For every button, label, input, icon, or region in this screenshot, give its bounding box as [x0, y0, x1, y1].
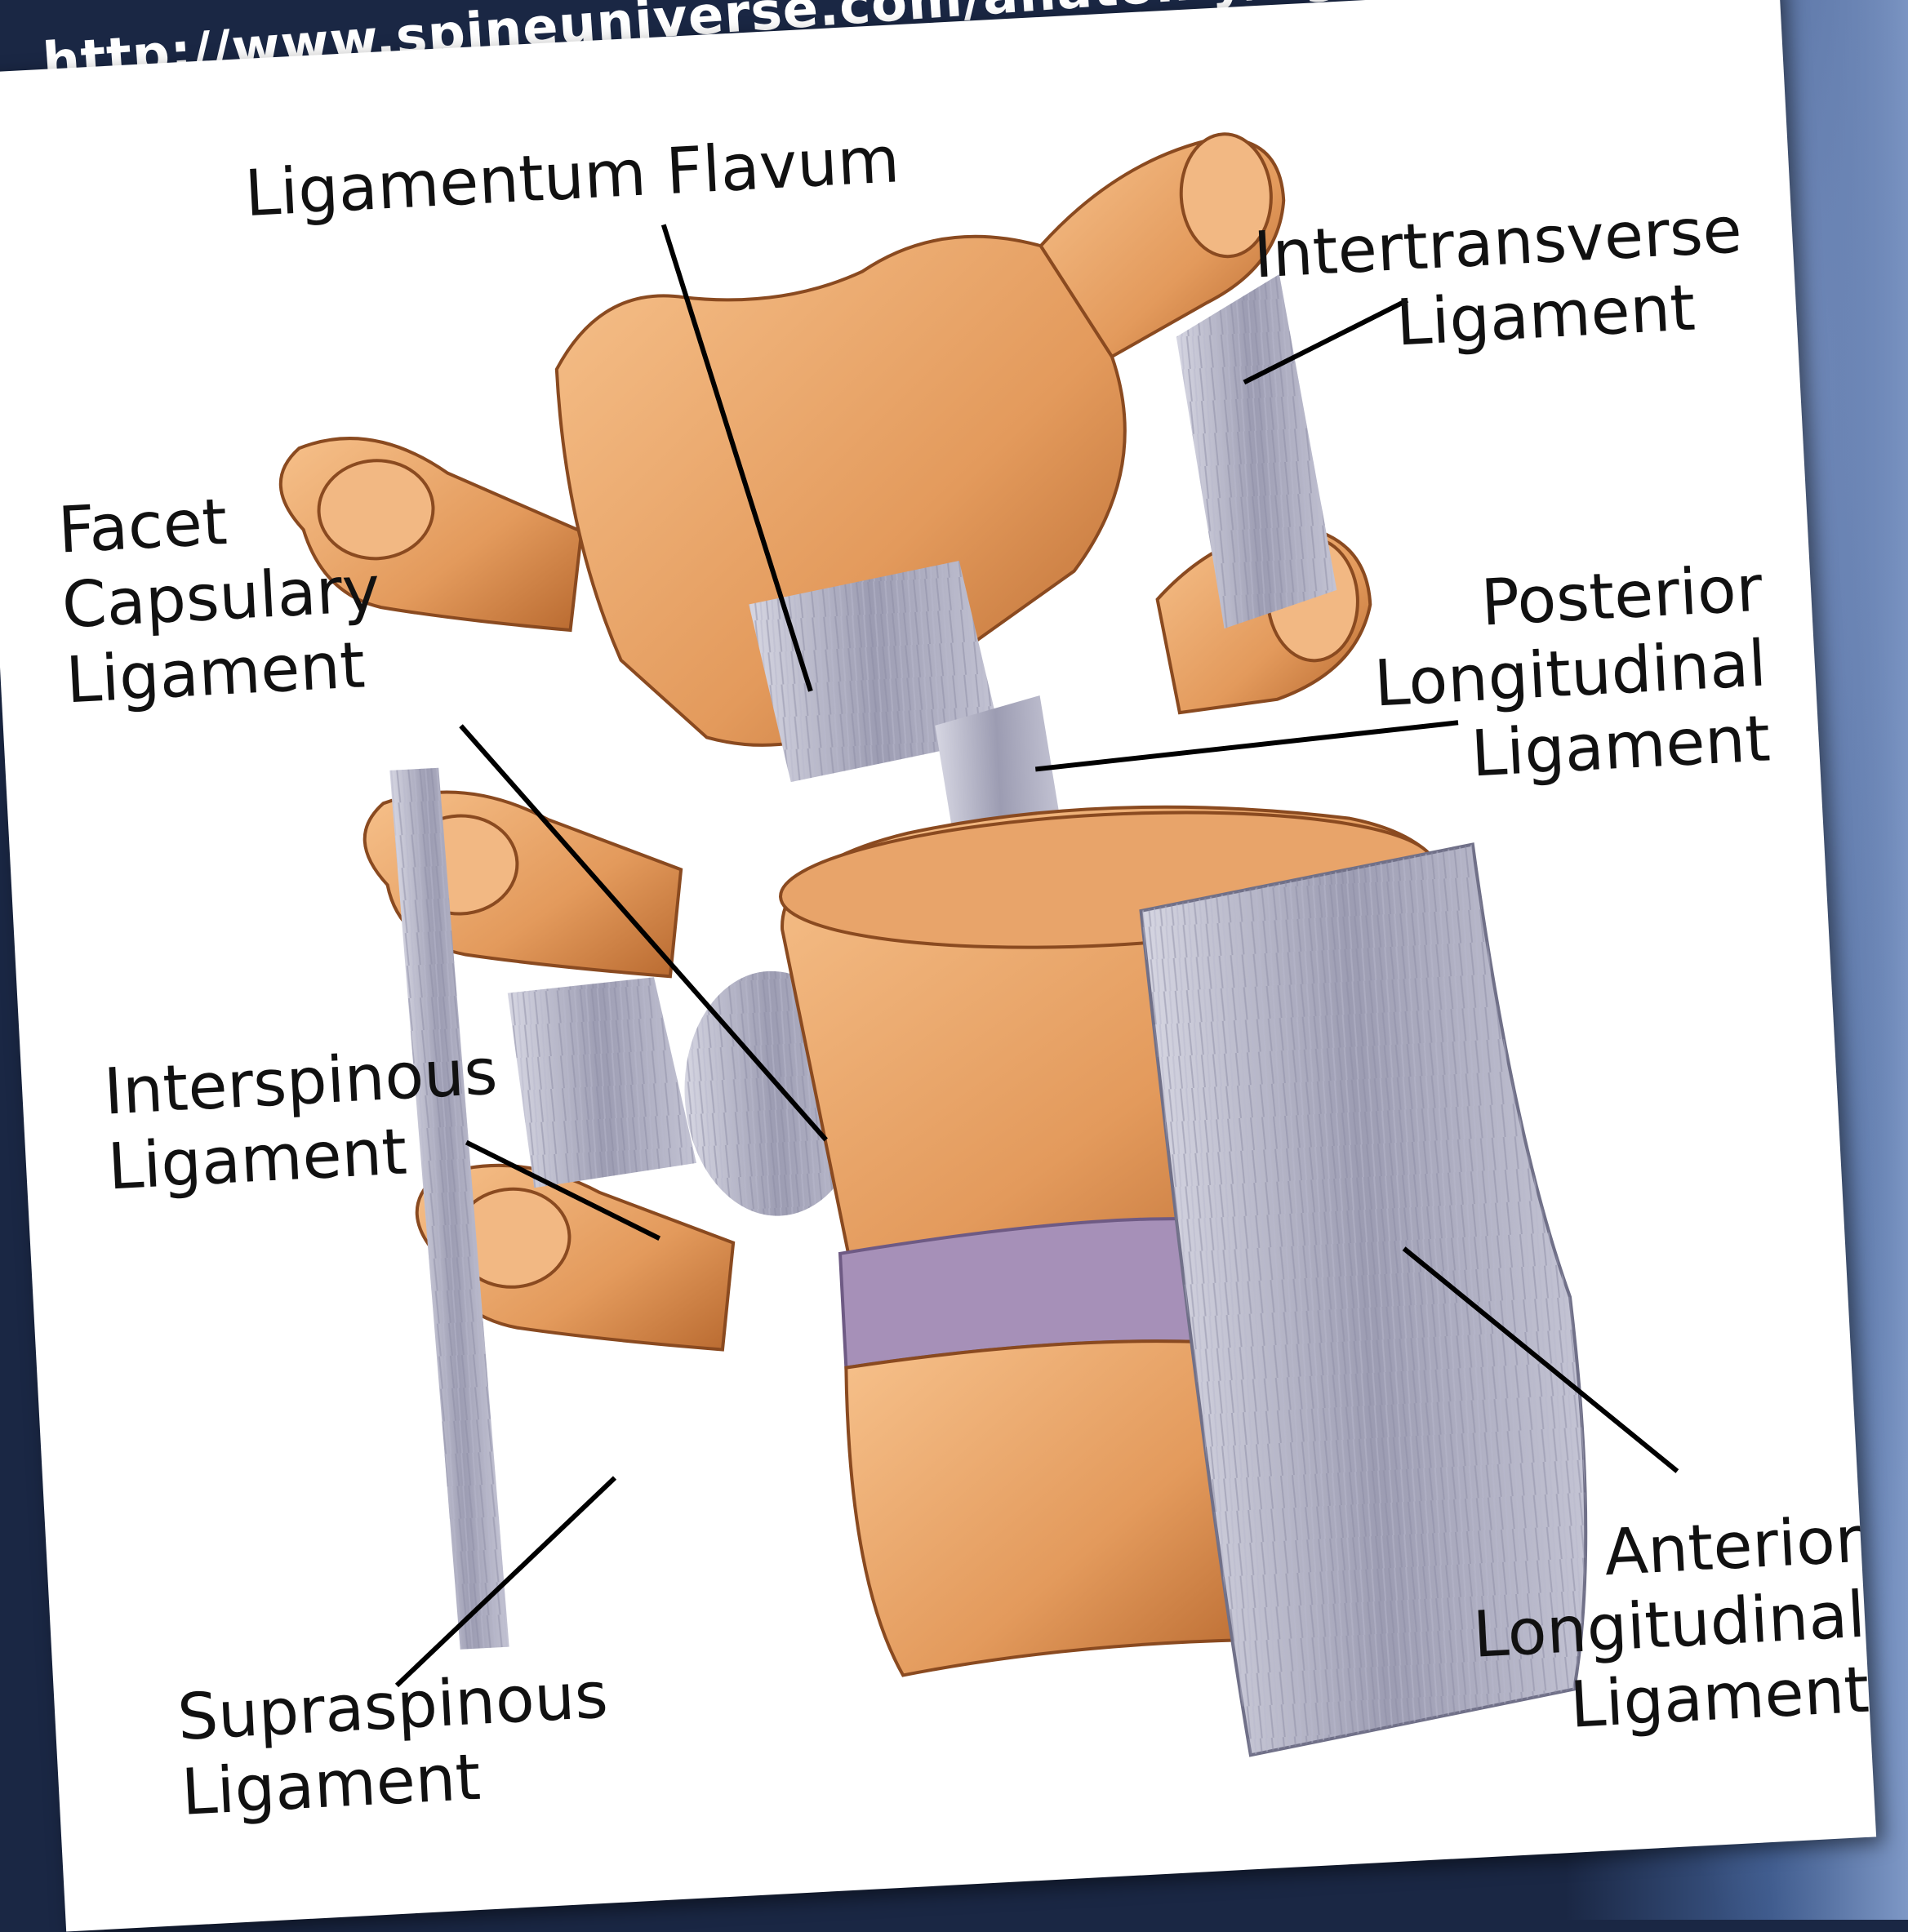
label-interspinous-ligament: Interspinous Ligament	[102, 1035, 503, 1206]
label-intertransverse-ligament: Intertransverse Ligament	[1252, 193, 1747, 368]
label-facet-capsulary-ligament: Facet Capsulary Ligament	[56, 477, 385, 718]
label-posterior-longitudinal-ligament: Posterior Longitudinal Ligament	[1368, 552, 1772, 797]
label-supraspinous-ligament: Supraspinous Ligament	[176, 1658, 613, 1830]
label-anterior-longitudinal-ligament: Anterior Longitudinal Ligament	[1467, 1503, 1870, 1748]
